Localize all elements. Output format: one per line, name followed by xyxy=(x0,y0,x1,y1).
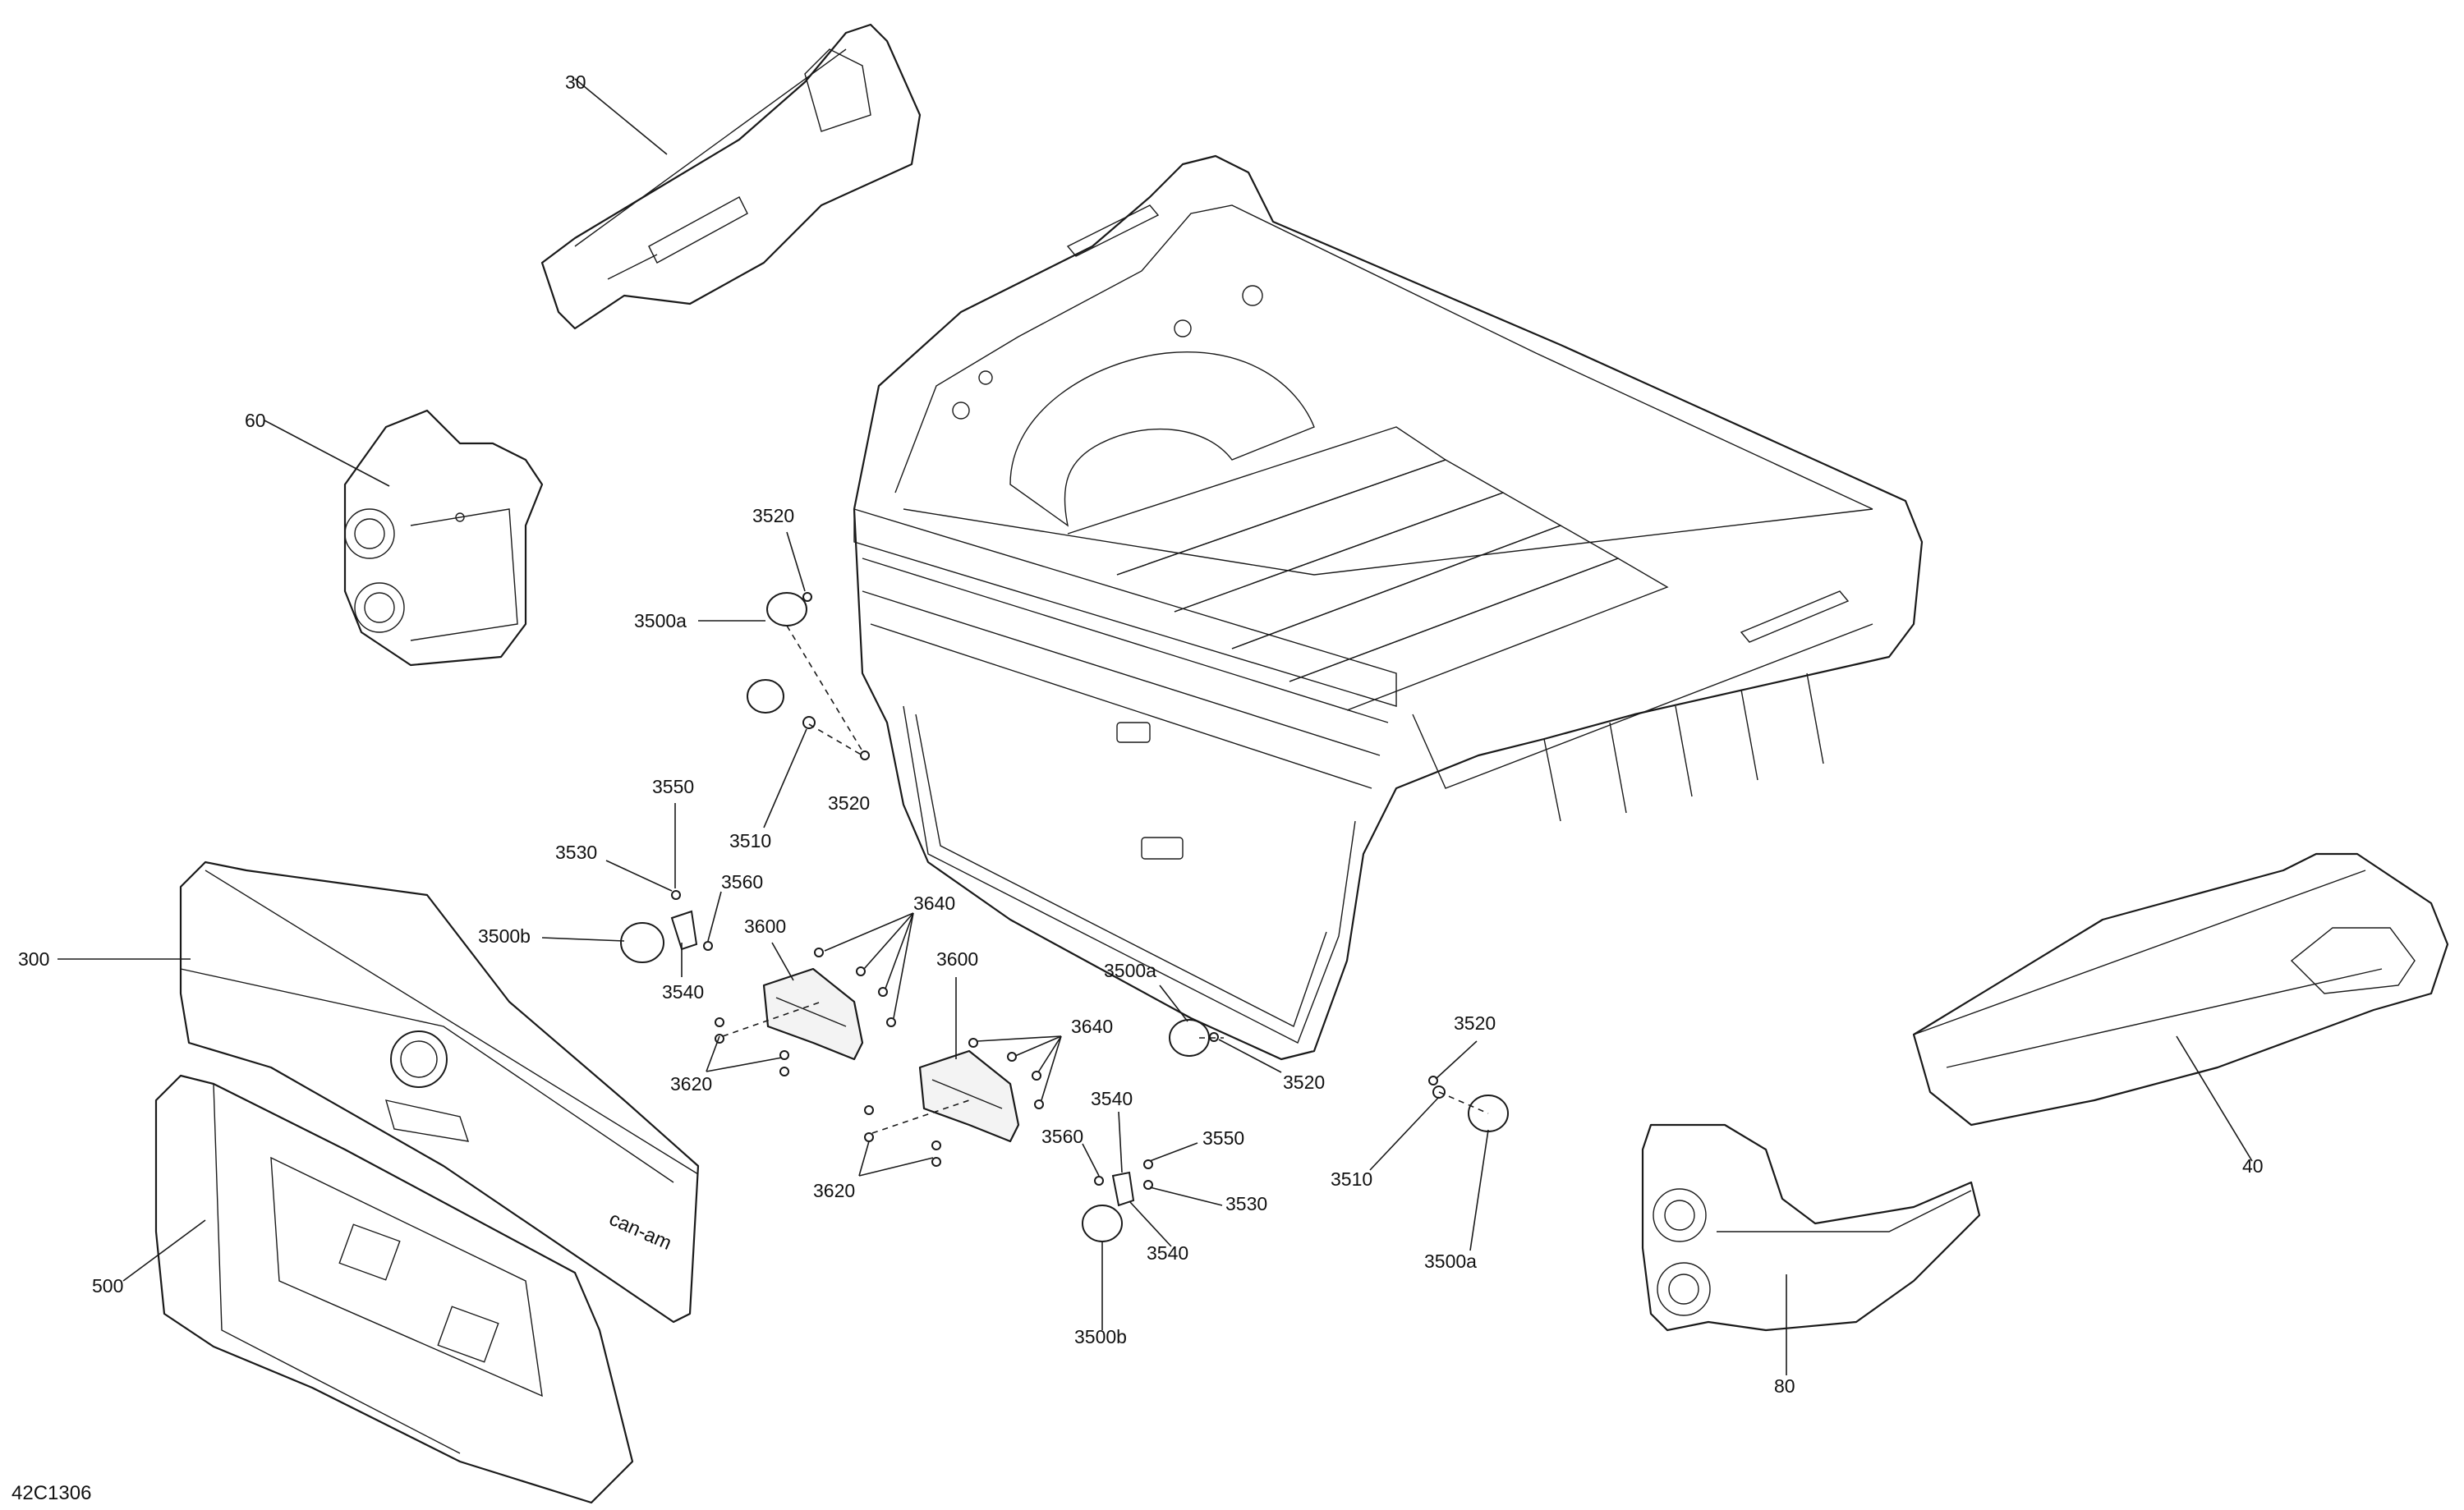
leader-lines xyxy=(57,78,2253,1375)
callout-3640-right: 3640 xyxy=(1071,1016,1113,1037)
part-300-tailgate-panel: can-am xyxy=(179,861,700,1324)
callout-3530-left: 3530 xyxy=(555,842,597,863)
callout-3550-left: 3550 xyxy=(652,776,694,797)
callout-3520-right: 3520 xyxy=(1454,1012,1496,1034)
part-80-speaker-pod xyxy=(1641,1123,1981,1332)
callout-3540-right-bottom: 3540 xyxy=(1147,1242,1188,1264)
callout-3500a-left: 3500a xyxy=(634,610,687,631)
part-60-speaker-pod xyxy=(343,409,544,667)
callout-40: 40 xyxy=(2242,1155,2264,1177)
callout-3500a-right: 3500a xyxy=(1424,1251,1477,1272)
callout-3600-left: 3600 xyxy=(744,916,786,937)
callout-3500b-right: 3500b xyxy=(1074,1326,1127,1347)
part-30-side-trim xyxy=(540,23,922,330)
callout-3510-left: 3510 xyxy=(729,830,771,851)
callout-300: 300 xyxy=(18,948,49,970)
hardware-items xyxy=(620,592,1509,1242)
callout-3520-top: 3520 xyxy=(752,505,794,526)
callout-30: 30 xyxy=(565,71,586,93)
callout-80: 80 xyxy=(1774,1375,1795,1397)
callout-3520-mid: 3520 xyxy=(828,792,870,814)
callout-3520-center: 3520 xyxy=(1283,1072,1325,1093)
callout-3620-right: 3620 xyxy=(813,1180,855,1201)
part-40-side-panel xyxy=(1912,852,2449,1127)
callout-500: 500 xyxy=(92,1275,123,1297)
diagram-code: 42C1306 xyxy=(11,1482,91,1504)
callout-3600-right: 3600 xyxy=(936,948,978,970)
callout-3530-right: 3530 xyxy=(1225,1193,1267,1214)
callout-3500a-center: 3500a xyxy=(1104,960,1156,981)
callout-3510-right: 3510 xyxy=(1331,1168,1372,1190)
callout-60: 60 xyxy=(245,410,266,431)
callout-3540-left: 3540 xyxy=(662,981,704,1003)
callout-3620-left: 3620 xyxy=(670,1073,712,1095)
callout-3500b-left: 3500b xyxy=(478,925,531,947)
callout-3540-right-top: 3540 xyxy=(1091,1088,1133,1109)
part-500-tailgate-inner xyxy=(154,1074,634,1504)
callout-3560-right: 3560 xyxy=(1041,1126,1083,1147)
callout-3560-left: 3560 xyxy=(721,871,763,893)
cargo-box xyxy=(853,154,1924,1061)
callout-3640-left: 3640 xyxy=(913,893,955,914)
callout-3550-right: 3550 xyxy=(1202,1127,1244,1149)
callout-labels: 30 60 300 500 40 80 3520 3500a 3520 3510… xyxy=(11,71,2264,1504)
